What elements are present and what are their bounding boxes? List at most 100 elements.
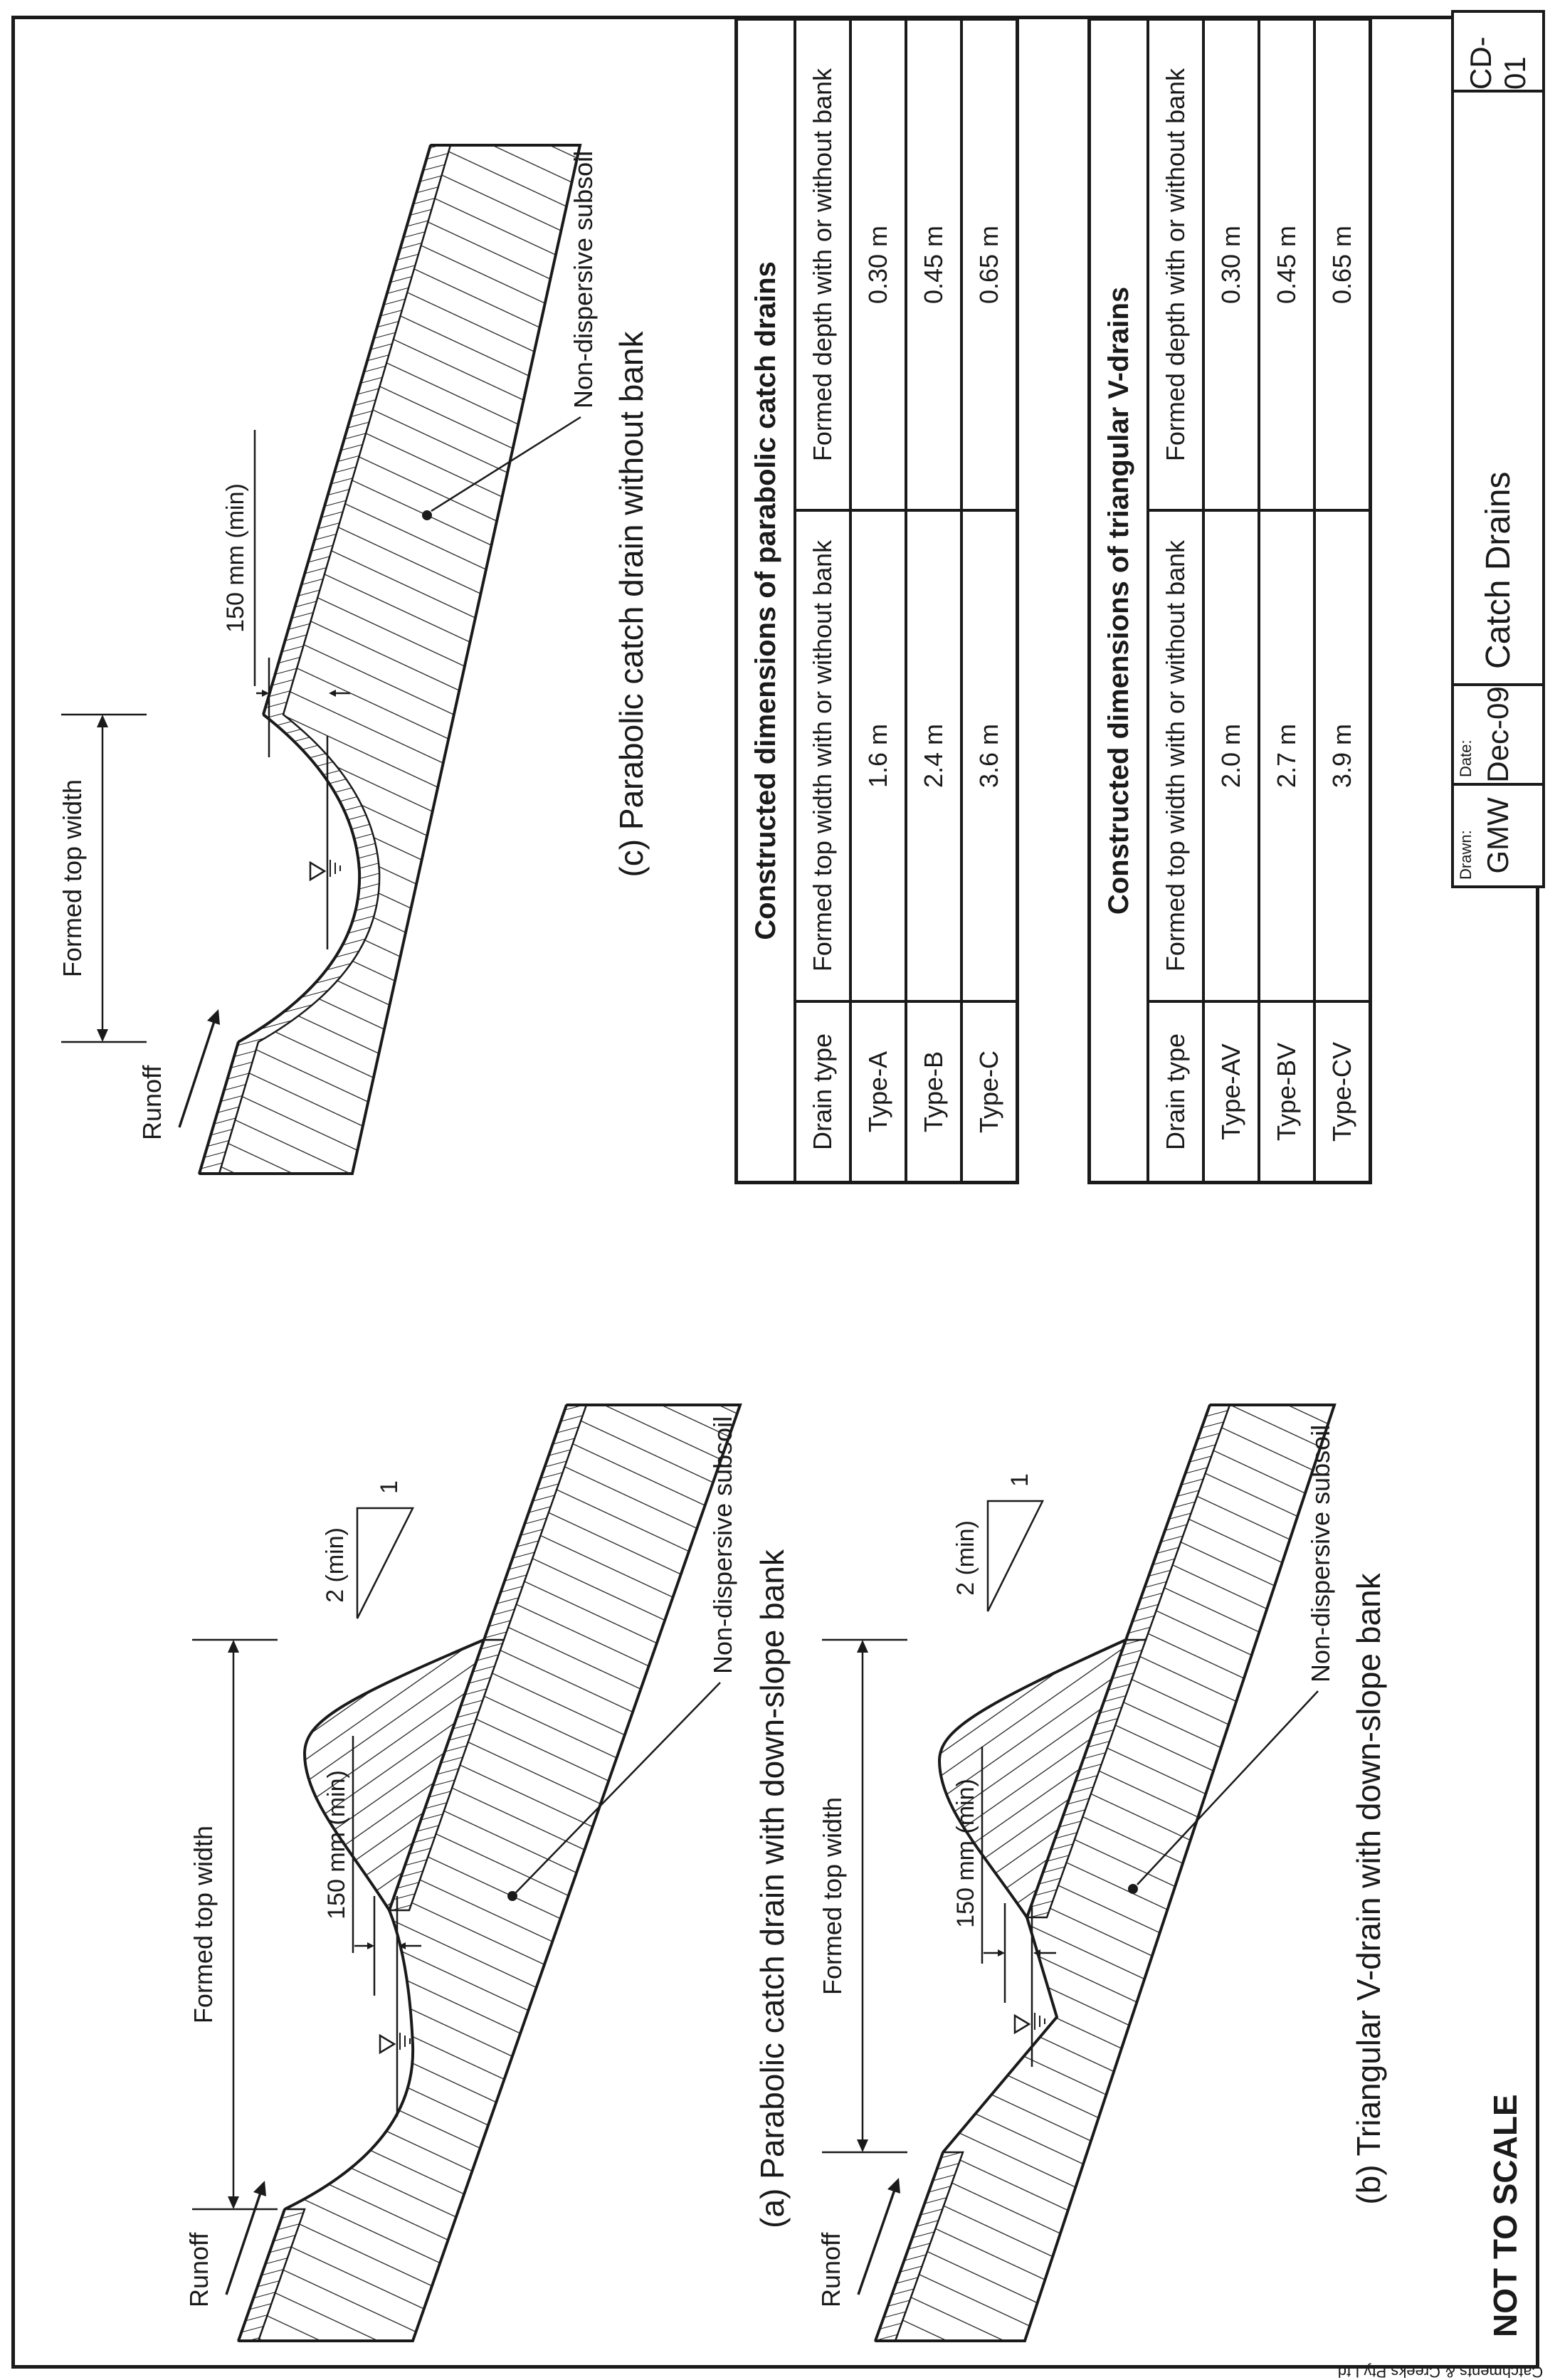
runoff-label: Runoff	[184, 2232, 214, 2307]
table-cell: 0.65 m	[960, 21, 1016, 512]
runoff-arrow-icon	[887, 2178, 900, 2194]
table-cell: 3.9 m	[1313, 512, 1369, 1003]
table-cell: Type-C	[960, 1003, 1016, 1181]
subsoil-label: Non-dispersive subsoil	[708, 1416, 737, 1674]
table-cell: 0.45 m	[905, 21, 960, 512]
date-value: Dec-09	[1481, 686, 1514, 783]
drawn-label: Drawn:	[1457, 830, 1475, 880]
column-header-drain-type: Drain type	[1147, 1003, 1202, 1181]
table-cell: 0.30 m	[849, 21, 905, 512]
not-to-scale-note: NOT TO SCALE	[1487, 2094, 1524, 2337]
subsoil-section	[219, 145, 580, 1174]
table-cell: Type-BV	[1258, 1003, 1313, 1181]
column-header-drain-type: Drain type	[794, 1003, 849, 1181]
depth-label: 150 mm (min)	[323, 1770, 350, 1920]
depth-dimension: 150 mm (min)	[323, 1736, 421, 1996]
down-slope-bank	[302, 1637, 487, 1914]
table-cell: Type-AV	[1202, 1003, 1258, 1181]
diagram-b-vdrain-with-bank: 150 mm (min) 2 (min) 1 Formed top width …	[816, 1404, 1337, 2342]
caption-a: (a) Parabolic catch drain with down-slop…	[754, 1549, 791, 2228]
depth-dimension: 150 mm (min)	[222, 430, 350, 757]
column-header-top-width: Formed top width with or without bank	[1147, 512, 1202, 1003]
company-side-note: Catchments & Creeks Pty Ltd	[1337, 2363, 1544, 2380]
caption-b: (b) Triangular V-drain with down-slope b…	[1350, 1573, 1387, 2205]
date-label: Date:	[1457, 739, 1475, 777]
table-parabolic-dimensions: Constructed dimensions of parabolic catc…	[734, 17, 1019, 1184]
depth-label: 150 mm (min)	[952, 1779, 979, 1928]
diagram-c-parabolic-no-bank: 150 mm (min) Formed top width Runoff Non…	[58, 144, 598, 1175]
runoff-annotation: Runoff	[137, 1009, 220, 1140]
runoff-arrow-icon	[253, 2181, 266, 2196]
slope-rise-label: 1	[1006, 1473, 1033, 1487]
top-width-dimension: Formed top width	[818, 1638, 907, 2154]
title-block-sheet-title-cell: Catch Drains	[1454, 93, 1542, 686]
ground-surface	[262, 144, 432, 715]
depth-label: 150 mm (min)	[222, 483, 249, 633]
title-block: Drawn: GMW Date: Dec-09 Catch Drains CD-…	[1451, 10, 1545, 888]
ground-surface	[483, 1404, 568, 1641]
subsoil-label: Non-dispersive subsoil	[569, 151, 598, 409]
runoff-annotation: Runoff	[184, 2181, 266, 2307]
depth-dimension: 150 mm (min)	[952, 1747, 1056, 2003]
table-cell: 2.4 m	[905, 512, 960, 1003]
top-width-dimension: Formed top width	[58, 713, 147, 1043]
top-width-label: Formed top width	[58, 779, 87, 977]
parabolic-channel	[284, 1910, 415, 2211]
section-boundary	[875, 1404, 1337, 2342]
top-width-dimension: Formed top width	[189, 1638, 278, 2211]
subsoil-section	[238, 1405, 740, 2341]
parabolic-channel	[238, 713, 362, 1043]
title-block-date-cell: Date: Dec-09	[1454, 686, 1542, 786]
top-width-label: Formed top width	[818, 1797, 847, 1995]
runoff-label: Runoff	[816, 2232, 845, 2307]
water-level-icon	[379, 1896, 411, 2117]
table-cell: 2.0 m	[1202, 512, 1258, 1003]
v-channel	[942, 1917, 1059, 2154]
table-title: Constructed dimensions of parabolic catc…	[749, 261, 781, 940]
table-cell: 2.7 m	[1258, 512, 1313, 1003]
runoff-annotation: Runoff	[816, 2178, 900, 2307]
table-cell: 0.65 m	[1313, 21, 1369, 512]
ground-surface	[874, 2152, 944, 2342]
table-cell: 0.45 m	[1258, 21, 1313, 512]
table-title: Constructed dimensions of triangular V-d…	[1102, 286, 1134, 915]
column-header-depth: Formed depth with or without bank	[794, 21, 849, 512]
section-boundary	[199, 144, 582, 1175]
subsoil-annotation: Non-dispersive subsoil	[422, 151, 598, 520]
top-width-label: Formed top width	[189, 1826, 218, 2023]
column-header-top-width: Formed top width with or without bank	[794, 512, 849, 1003]
runoff-arrow-icon	[207, 1009, 220, 1025]
table-cell: Type-A	[849, 1003, 905, 1181]
table-cell: 1.6 m	[849, 512, 905, 1003]
diagram-a-parabolic-with-bank: 150 mm (min) 2 (min) 1 Formed top width …	[184, 1404, 742, 2342]
water-level-icon	[309, 736, 341, 949]
table-cell: 3.6 m	[960, 512, 1016, 1003]
subsoil-annotation: Non-dispersive subsoil	[507, 1416, 737, 1901]
caption-c: (c) Parabolic catch drain without bank	[613, 331, 650, 878]
table-vdrain-dimensions: Constructed dimensions of triangular V-d…	[1087, 17, 1372, 1184]
ground-surface	[198, 1041, 240, 1174]
sheet-title: Catch Drains	[1479, 471, 1517, 669]
title-block-drawn-cell: Drawn: GMW	[1454, 786, 1542, 885]
ground-surface	[237, 2208, 286, 2342]
subsoil-label: Non-dispersive subsoil	[1306, 1425, 1335, 1683]
slope-run-label: 2 (min)	[322, 1527, 349, 1603]
slope-rise-label: 1	[376, 1480, 403, 1494]
subsoil-section	[875, 1405, 1334, 2341]
sheet-number: CD-01	[1464, 36, 1532, 90]
water-level-icon	[1013, 1903, 1045, 2067]
title-block-sheet-number-cell: CD-01	[1454, 13, 1542, 93]
slope-run-label: 2 (min)	[952, 1520, 979, 1596]
down-slope-bank	[937, 1637, 1129, 1921]
slope-triangle: 2 (min) 1	[322, 1480, 415, 1619]
table-cell: Type-B	[905, 1003, 960, 1181]
slope-triangle: 2 (min) 1	[952, 1473, 1045, 1612]
ground-surface	[1124, 1404, 1211, 1641]
drawn-value: GMW	[1481, 797, 1514, 874]
subsoil-annotation: Non-dispersive subsoil	[1128, 1425, 1335, 1894]
column-header-depth: Formed depth with or without bank	[1147, 21, 1202, 512]
table-cell: Type-CV	[1313, 1003, 1369, 1181]
table-cell: 0.30 m	[1202, 21, 1258, 512]
